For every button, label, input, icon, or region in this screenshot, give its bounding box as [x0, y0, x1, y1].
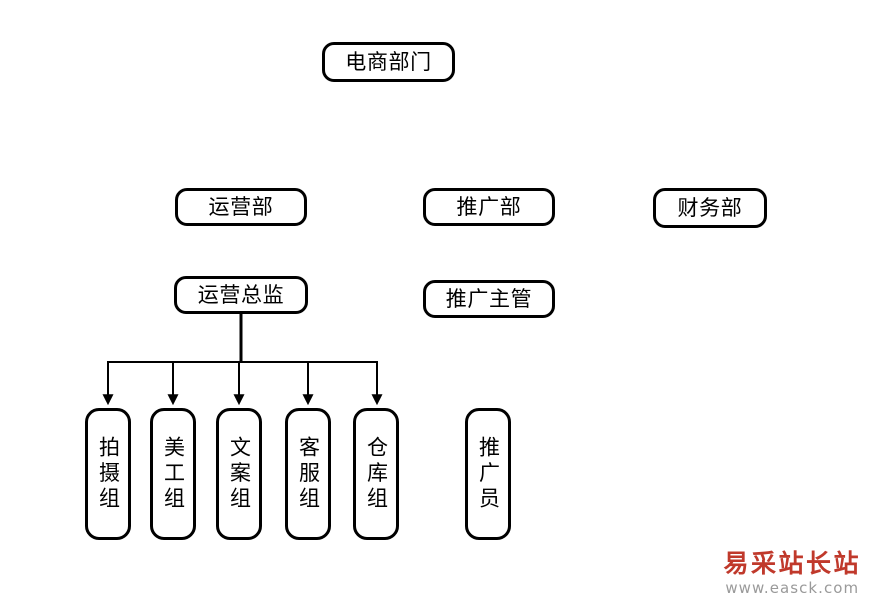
node-label: 客服组 [296, 435, 321, 513]
node-label: 运营部 [208, 194, 274, 219]
node-photography-team[interactable]: 拍摄组 [85, 408, 131, 540]
watermark: 易采站长站 www.easck.com [723, 549, 861, 597]
node-label: 推广主管 [445, 286, 533, 311]
node-copywriting-team[interactable]: 文案组 [216, 408, 262, 540]
node-promoter[interactable]: 推广员 [465, 408, 511, 540]
node-label: 财务部 [677, 195, 743, 220]
node-operations-dept[interactable]: 运营部 [175, 188, 307, 226]
node-finance-dept[interactable]: 财务部 [653, 188, 767, 228]
node-label: 电商部门 [345, 49, 432, 74]
watermark-brand: 易采站长站 [723, 549, 861, 579]
node-label: 推广部 [456, 194, 522, 219]
node-label: 推广员 [476, 435, 501, 513]
node-warehouse-team[interactable]: 仓库组 [353, 408, 399, 540]
node-label: 运营总监 [197, 282, 285, 307]
node-ecommerce-department[interactable]: 电商部门 [322, 42, 455, 82]
node-design-team[interactable]: 美工组 [150, 408, 196, 540]
node-promotion-supervisor[interactable]: 推广主管 [423, 280, 555, 318]
node-label: 文案组 [227, 435, 252, 513]
node-label: 美工组 [161, 435, 186, 513]
node-label: 拍摄组 [96, 435, 121, 513]
node-label: 仓库组 [364, 435, 389, 513]
node-customer-service-team[interactable]: 客服组 [285, 408, 331, 540]
node-operations-director[interactable]: 运营总监 [174, 276, 308, 314]
watermark-url: www.easck.com [725, 579, 860, 597]
node-promotion-dept[interactable]: 推广部 [423, 188, 555, 226]
